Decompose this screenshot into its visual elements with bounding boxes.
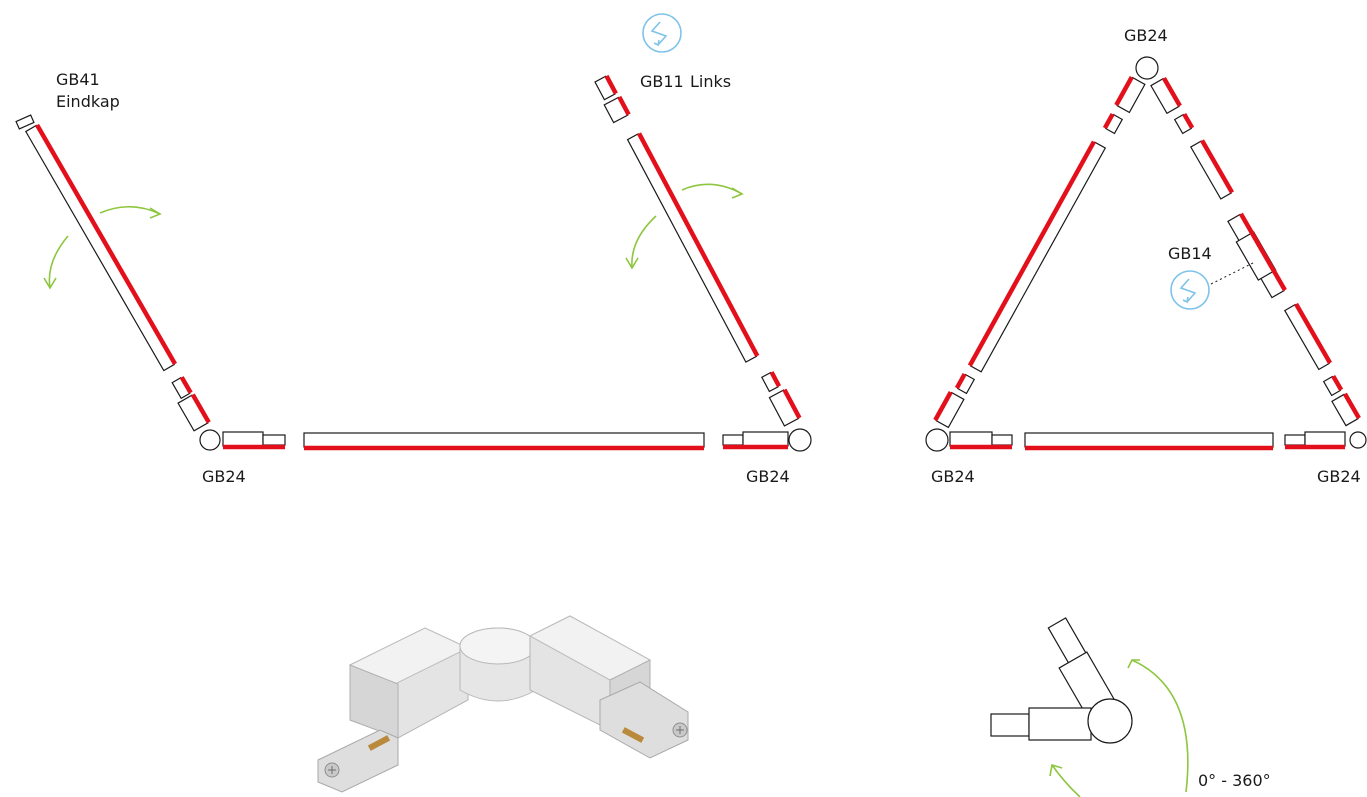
connector-piece [722, 431, 789, 450]
corner-code-label: GB24 [746, 467, 790, 486]
panel-left: GB41 Eindkap GB24 [15, 70, 705, 486]
left-feed-code-label: GB11 [640, 72, 684, 91]
rail-diagonal [626, 132, 760, 363]
corner-connector-icon [788, 428, 812, 452]
rail-diagonal [1283, 302, 1333, 371]
rail-horizontal [303, 432, 705, 451]
connector-piece [768, 388, 802, 427]
connector-piece [177, 393, 211, 432]
panel-middle: GB11 Links GB24 [594, 13, 812, 486]
connector-piece [171, 376, 193, 400]
corner-connector-product-image [317, 615, 689, 793]
connector-piece [761, 371, 782, 393]
corner-code-label: GB24 [202, 467, 246, 486]
rail-diagonal [1189, 139, 1235, 200]
connector-piece [1173, 112, 1195, 135]
corner-code-label: GB24 [1317, 467, 1361, 486]
rotation-detail: 0° - 360° [990, 617, 1271, 797]
connector-piece [954, 373, 976, 395]
rotate-arrow-icon [99, 205, 161, 215]
corner-connector-icon [1349, 431, 1367, 449]
connector-piece [990, 713, 1030, 737]
end-cap-code-label: GB41 [56, 70, 100, 89]
rotate-arrow-icon [1051, 764, 1081, 797]
rail-diagonal [24, 123, 178, 372]
corner-connector-icon [1135, 56, 1159, 80]
rotate-arrow-icon [1131, 659, 1189, 793]
corner-connector-icon [1087, 698, 1133, 744]
rotate-arrow-icon [48, 235, 69, 289]
power-feed-icon [1170, 270, 1210, 310]
left-feed-piece [603, 95, 631, 124]
connector-piece [222, 431, 286, 450]
panel-triangle: GB24 GB14 GB24 GB24 [925, 26, 1367, 486]
corner-code-label: GB24 [1124, 26, 1168, 45]
rotate-arrow-icon [631, 215, 657, 269]
connector-piece [1114, 76, 1146, 114]
center-feed-code-label: GB14 [1168, 244, 1212, 263]
connector-piece [1322, 374, 1344, 397]
rotation-range-label: 0° - 360° [1198, 771, 1271, 790]
left-feed-name-label: Links [690, 72, 731, 91]
end-cap-name-label: Eindkap [56, 92, 120, 111]
connector-piece [933, 391, 965, 429]
connector-piece [949, 431, 1013, 450]
corner-connector-icon [925, 428, 949, 452]
connector-piece [1028, 707, 1092, 741]
corner-code-label: GB24 [931, 467, 975, 486]
left-feed-piece [594, 74, 618, 101]
connector-piece [1150, 77, 1182, 115]
end-cap-piece [15, 114, 35, 130]
connector-piece [1102, 113, 1124, 135]
connector-piece [1284, 431, 1346, 450]
connector-piece [1331, 392, 1361, 427]
rail-diagonal [967, 140, 1107, 373]
power-feed-icon [642, 13, 682, 53]
rail-horizontal [1024, 432, 1274, 451]
center-feed-piece [1227, 212, 1287, 299]
corner-connector-icon [199, 429, 221, 451]
